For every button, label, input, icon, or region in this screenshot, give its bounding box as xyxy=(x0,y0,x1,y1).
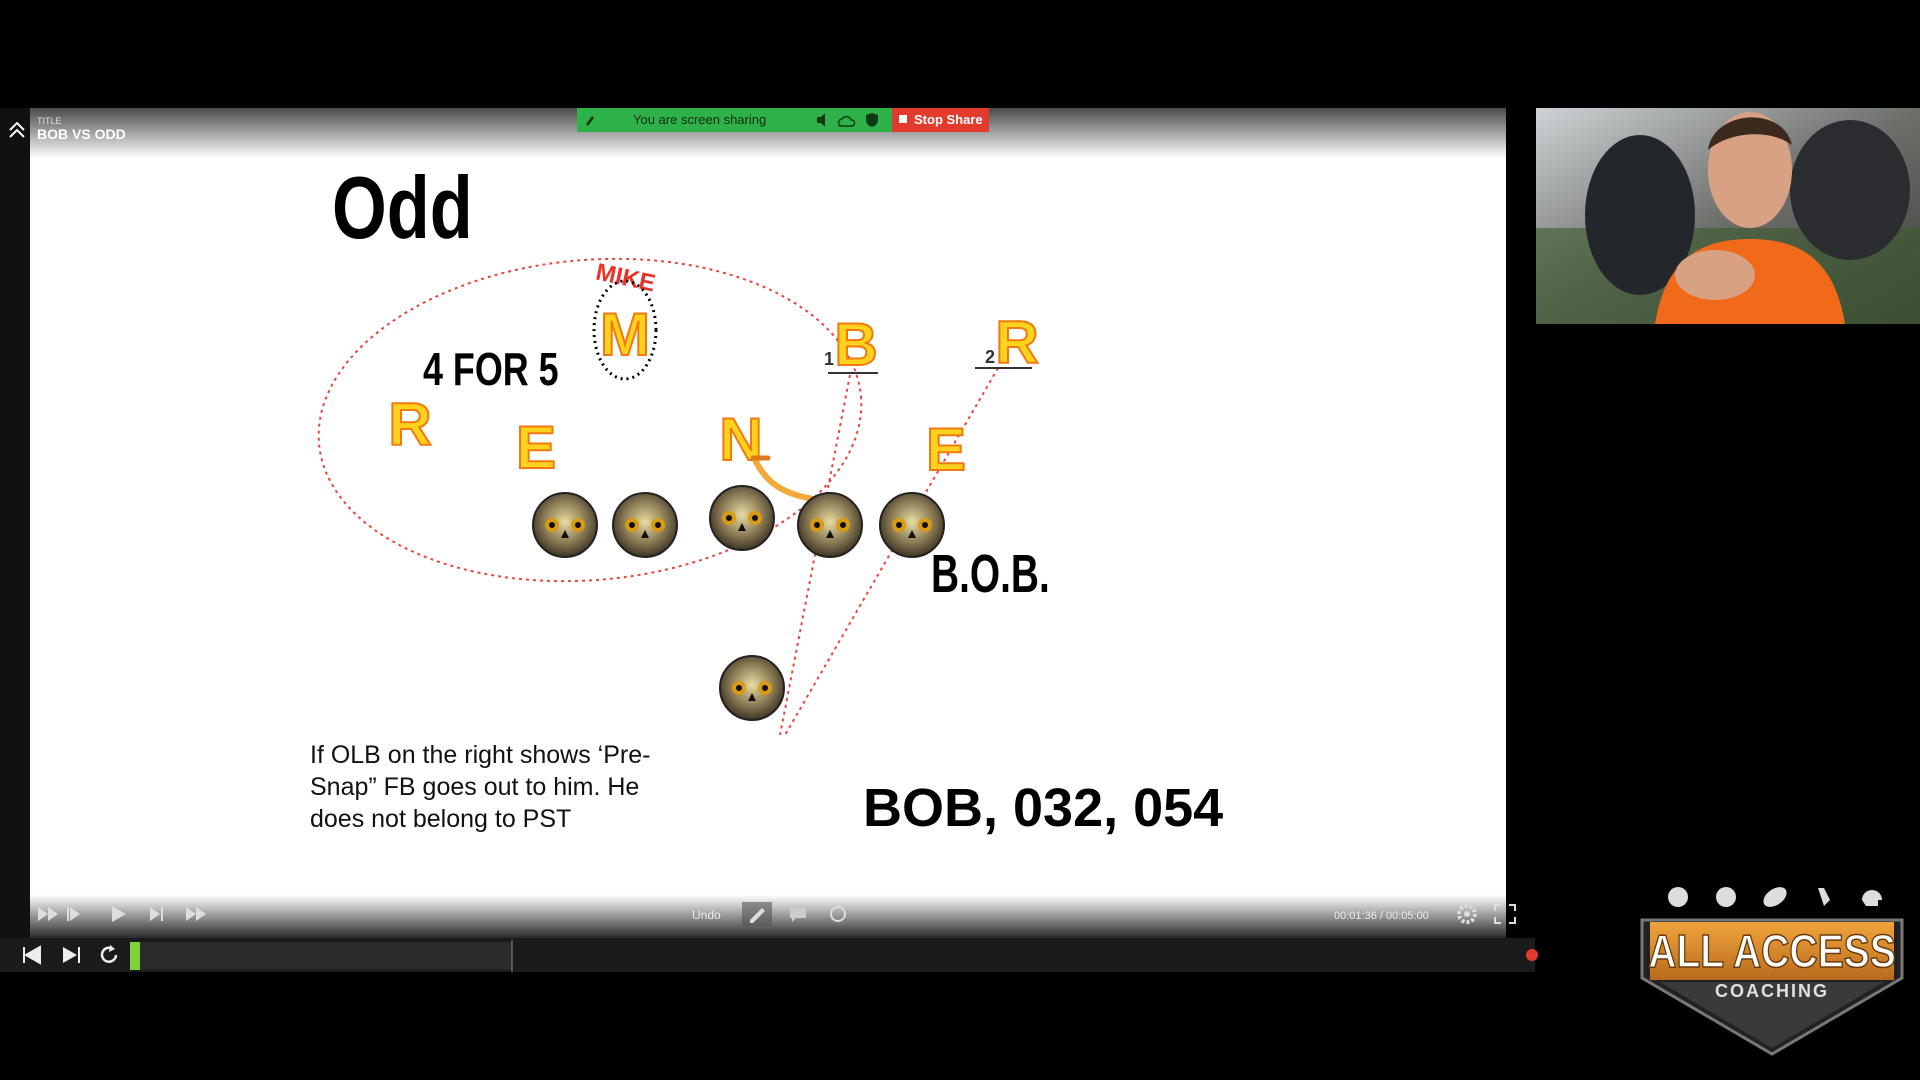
brand-logo: ALL ACCESS COACHING xyxy=(1640,918,1904,1056)
speaker-icon xyxy=(817,113,825,127)
title-label: TITLE xyxy=(37,116,62,126)
sport-icons xyxy=(1668,887,1882,907)
nose-stunt-arrow xyxy=(752,457,823,503)
comment-icon xyxy=(790,908,806,922)
fullscreen-button[interactable] xyxy=(1494,904,1516,924)
route-b xyxy=(779,374,851,736)
rewind-icon xyxy=(38,907,58,921)
play-button[interactable] xyxy=(112,906,126,922)
helmet-icon xyxy=(1862,890,1882,906)
cloud-button[interactable] xyxy=(837,115,856,127)
circle-icon xyxy=(830,906,846,922)
fast-forward-button[interactable] xyxy=(186,907,206,921)
stop-icon xyxy=(899,115,907,123)
plays-text: BOB, 032, 054 xyxy=(863,778,1223,838)
stop-share-label: Stop Share xyxy=(914,112,983,127)
pen-icon xyxy=(750,908,765,923)
lacrosse-icon xyxy=(1818,888,1830,906)
left-sidebar xyxy=(0,108,30,938)
player-b: B xyxy=(834,311,877,378)
settings-button[interactable] xyxy=(1457,904,1477,924)
pen-tool-button[interactable] xyxy=(742,902,772,926)
step-forward-button[interactable] xyxy=(150,907,163,921)
screen-share-bar: You are screen sharing Stop Share xyxy=(577,108,989,132)
stop-share-button[interactable]: Stop Share xyxy=(892,108,989,132)
undo-button[interactable]: Undo xyxy=(692,908,721,922)
slide-heading: Odd xyxy=(332,158,473,256)
owl-logo-icon xyxy=(709,485,775,551)
player-right-r: R xyxy=(995,309,1038,376)
replay-button[interactable] xyxy=(100,945,118,963)
owl-logo-icon xyxy=(797,492,863,558)
mike-ring xyxy=(592,279,658,381)
step-back-icon xyxy=(70,907,80,921)
gap-2-label: 2 xyxy=(985,347,995,367)
collapse-button[interactable] xyxy=(9,121,25,138)
chevron-up-icon xyxy=(9,121,25,138)
football-icon xyxy=(1763,887,1787,907)
timeline-track[interactable] xyxy=(130,942,512,970)
security-button[interactable] xyxy=(866,113,878,127)
shield-icon xyxy=(866,113,878,127)
note-line-1: If OLB on the right shows ‘Pre- xyxy=(310,741,650,769)
record-indicator xyxy=(1526,949,1538,961)
presentation-title: BOB VS ODD xyxy=(37,126,126,142)
step-forward-icon xyxy=(150,907,160,921)
time-readout: 00:01:36 / 00:05:00 xyxy=(1334,910,1429,922)
offensive-line xyxy=(532,485,945,721)
stop-share-bg xyxy=(892,108,989,132)
player-left-r: R xyxy=(388,391,431,458)
owl-logo-icon xyxy=(612,492,678,558)
pin-icon xyxy=(586,116,594,126)
skip-forward-icon xyxy=(63,947,77,963)
fast-forward-icon xyxy=(186,907,206,921)
player-mike: M xyxy=(600,301,650,368)
owl-logo-icon xyxy=(532,492,598,558)
basketball-icon xyxy=(1716,887,1736,907)
player-left-e: E xyxy=(516,414,556,481)
owl-logo-icon xyxy=(879,492,945,558)
step-back-button[interactable] xyxy=(67,907,80,921)
note-line-2: Snap” FB goes out to him. He xyxy=(310,773,639,801)
gear-icon xyxy=(1457,904,1477,924)
gap-1-label: 1 xyxy=(824,349,834,369)
note-line-3: does not belong to PST xyxy=(310,805,571,833)
share-status-text: You are screen sharing xyxy=(633,112,766,127)
skip-forward-button[interactable] xyxy=(63,947,80,963)
coverage-ellipse xyxy=(317,257,863,583)
cloud-icon xyxy=(837,115,856,127)
baseball-icon xyxy=(1668,887,1688,907)
brand-line-2: COACHING xyxy=(1715,981,1829,1001)
play-icon xyxy=(112,906,126,922)
rewind-button[interactable] xyxy=(38,907,58,921)
route-r xyxy=(784,367,999,736)
fullscreen-icon xyxy=(1494,904,1516,924)
webcam-feed xyxy=(1536,108,1920,324)
owl-logo-icon xyxy=(719,655,785,721)
replay-icon xyxy=(100,946,118,963)
skip-back-button[interactable] xyxy=(23,945,41,965)
brand-line-1: ALL ACCESS xyxy=(1648,926,1896,978)
audio-button[interactable] xyxy=(817,113,825,127)
player-right-e: E xyxy=(926,416,966,483)
circle-tool-button[interactable] xyxy=(830,906,846,922)
timeline-playhead[interactable] xyxy=(130,942,140,970)
callout-4-for-5: 4 FOR 5 xyxy=(423,344,559,395)
skip-back-icon xyxy=(23,945,41,965)
undo-label: Undo xyxy=(692,908,721,922)
comment-tool-button[interactable] xyxy=(790,908,806,922)
bob-label: B.O.B. xyxy=(931,543,1050,604)
